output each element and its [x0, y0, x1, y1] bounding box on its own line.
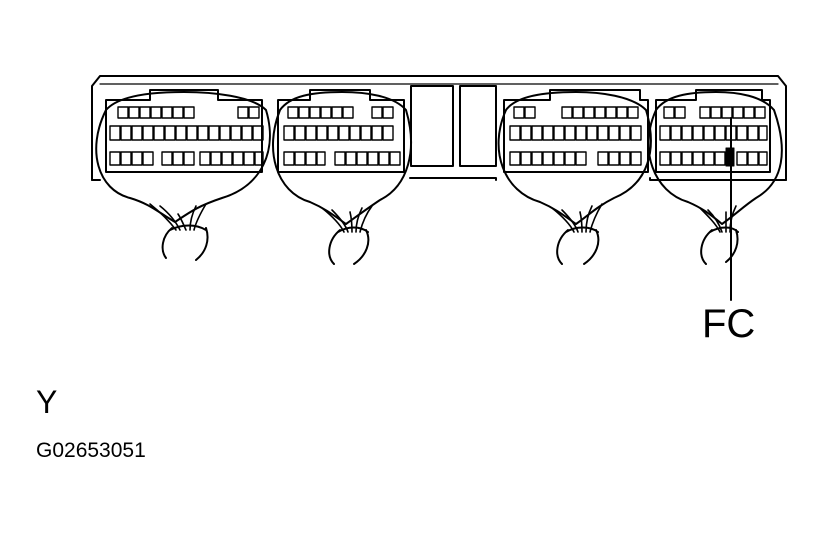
view-label: Y [36, 384, 58, 420]
connector-4-wires [699, 205, 737, 233]
connector-2-wires [321, 205, 373, 233]
connector-4-pins-row3 [659, 151, 768, 166]
center-panel-right [459, 85, 497, 167]
figure-code: G02653051 [36, 439, 146, 462]
connector-2-harness [328, 226, 370, 265]
connector-3-harness [556, 226, 600, 265]
connector-2-pins-row1 [287, 106, 394, 119]
connector-3-pins-row3 [509, 151, 642, 166]
connector-1-pins-row2 [109, 125, 264, 141]
connector-4-pins-row1 [663, 106, 766, 119]
connector-2-pins-row2 [283, 125, 394, 141]
connector-4-pins-row2 [659, 125, 768, 141]
ecu-housing [91, 75, 787, 181]
connector-4-harness [700, 226, 739, 265]
connector-2-pins-row3 [283, 151, 401, 166]
connector-3-pins-row1 [513, 106, 639, 119]
connector-1 [95, 89, 271, 261]
connector-2 [272, 89, 412, 265]
connector-4 [647, 89, 783, 265]
ecu-housing-bottom [91, 177, 787, 181]
fc-callout-label: FC [702, 302, 756, 346]
connector-1-wires [149, 203, 207, 231]
center-panel-left [410, 85, 454, 167]
connector-2-frame [277, 89, 405, 173]
connector-4-boot [647, 91, 783, 225]
connector-2-boot [272, 91, 412, 225]
connector-4-frame [655, 89, 771, 173]
connector-3 [497, 89, 652, 265]
connector-3-pins-row2 [509, 125, 642, 141]
connector-3-boot [497, 91, 652, 225]
connector-3-wires [551, 203, 603, 233]
connector-1-pins-row1 [117, 106, 260, 119]
connector-1-boot [95, 91, 271, 223]
connector-1-harness [161, 224, 209, 261]
connector-1-pins-row3 [109, 151, 264, 166]
